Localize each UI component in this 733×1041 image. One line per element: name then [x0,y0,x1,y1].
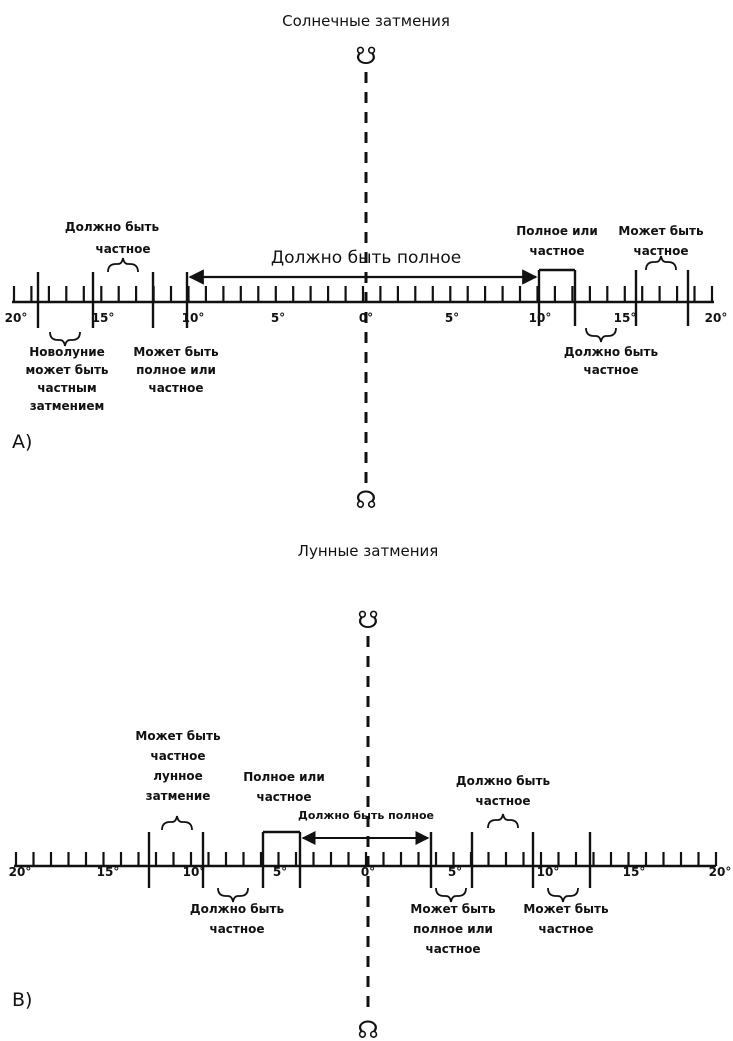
lunar-tick-label: 20° [709,865,732,879]
lunar-title: Лунные затмения [298,542,439,560]
solar-brace [49,331,81,347]
lunar-panel: Лунные затмения ☋ ☊ 20° 15° 10° 5° 0° 5°… [9,542,732,1041]
lunar-brace [217,887,249,903]
lunar-tick-label: 10° [183,865,206,879]
lunar-label-top-left-a: лунное [153,769,203,783]
solar-brace [107,257,139,273]
solar-label-bottom-left-b: Может быть [133,345,219,359]
lunar-label-top-right: частное [475,794,530,808]
solar-label-bottom-right: частное [583,363,638,377]
lunar-label-bottom-left: частное [209,922,264,936]
solar-label-bottom-left-a: частным [37,381,96,395]
solar-brace [585,327,617,343]
solar-tick-label: 10° [529,311,552,325]
lunar-label-bottom-right-a: Может быть [410,902,496,916]
lunar-label-bottom-right-a: частное [425,942,480,956]
lunar-label-top-left-b: частное [256,790,311,804]
solar-descending-node-icon: ☋ [355,42,376,70]
lunar-ascending-node-icon: ☊ [357,1016,378,1041]
solar-tick-marks [12,286,714,302]
lunar-tick-label: 5° [273,865,287,879]
solar-tick-label: 15° [92,311,115,325]
lunar-panel-label: B) [12,989,32,1011]
lunar-label-bottom-right-b: Может быть [523,902,609,916]
solar-label-bottom-left-a: может быть [25,363,108,377]
solar-ascending-node-icon: ☊ [355,486,376,514]
solar-title: Солнечные затмения [282,12,450,30]
lunar-brace [161,815,193,831]
solar-brace [645,255,677,271]
solar-label-top-right-b: Может быть [618,224,704,238]
lunar-tick-label: 15° [623,865,646,879]
solar-label-bottom-left-b: полное или [136,363,216,377]
solar-tick-label: 20° [5,311,28,325]
solar-label-bottom-left-a: Новолуние [29,345,105,359]
lunar-label-bottom-right-a: полное или [413,922,493,936]
lunar-tick-label: 0° [361,865,375,879]
lunar-label-bottom-right-b: частное [538,922,593,936]
solar-label-bottom-right: Должно быть [564,345,659,359]
solar-label-top-left: Должно быть [65,220,160,234]
lunar-main-label: Должно быть полное [298,809,434,822]
lunar-label-top-left-a: затмение [146,789,211,803]
solar-label-top-left: частное [95,242,150,256]
solar-tick-label: 20° [705,311,728,325]
lunar-label-top-right: Должно быть [456,774,551,788]
solar-label-bottom-left-a: затмением [30,399,105,413]
lunar-brace [435,887,467,903]
lunar-tick-label: 20° [9,865,32,879]
solar-label-top-right-a: частное [529,244,584,258]
solar-tick-label: 5° [271,311,285,325]
lunar-brace [547,887,579,903]
solar-tick-label: 15° [614,311,637,325]
lunar-brace [487,813,519,829]
solar-label-bottom-left-b: частное [148,381,203,395]
solar-panel: Солнечные затмения ☋ ☊ 20° 15° 10° 5° 0°… [5,12,728,514]
lunar-label-top-left-a: Может быть [135,729,221,743]
solar-panel-label: A) [12,431,32,453]
solar-main-label: Должно быть полное [271,248,461,268]
solar-label-top-right-b: частное [633,244,688,258]
solar-tick-label: 10° [182,311,205,325]
solar-label-top-right-a: Полное или [516,224,598,238]
lunar-tick-label: 15° [97,865,120,879]
lunar-tick-marks [14,852,718,866]
solar-tick-label: 0° [359,311,373,325]
solar-tick-label: 5° [445,311,459,325]
lunar-label-top-left-b: Полное или [243,770,325,784]
lunar-label-bottom-left: Должно быть [190,902,285,916]
lunar-tick-label: 5° [448,865,462,879]
lunar-label-top-left-a: частное [150,749,205,763]
lunar-tick-label: 10° [537,865,560,879]
lunar-descending-node-icon: ☋ [357,606,378,634]
